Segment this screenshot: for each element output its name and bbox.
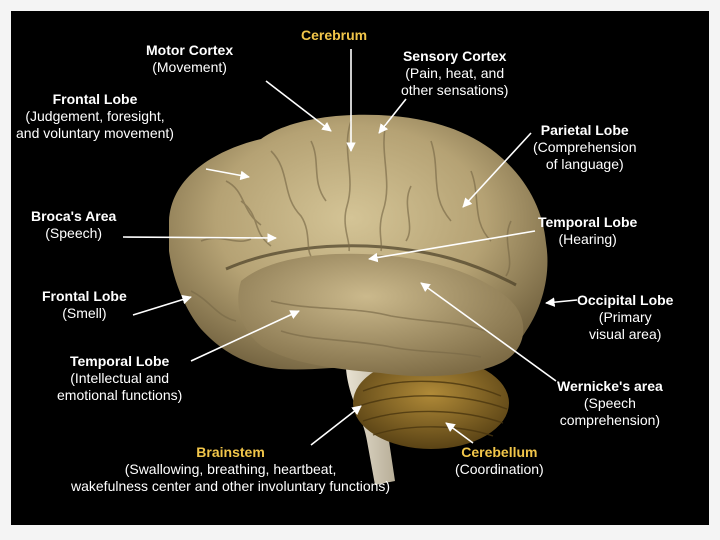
label-title: Frontal Lobe bbox=[42, 288, 127, 305]
label-parietal-lobe: Parietal Lobe (Comprehension of language… bbox=[533, 122, 637, 173]
label-desc: other sensations) bbox=[401, 82, 508, 99]
label-occipital-lobe: Occipital Lobe (Primary visual area) bbox=[577, 292, 673, 343]
label-title: Occipital Lobe bbox=[577, 292, 673, 309]
label-temporal-lobe-intellect: Temporal Lobe (Intellectual and emotiona… bbox=[57, 353, 182, 404]
label-motor-cortex: Motor Cortex (Movement) bbox=[146, 42, 233, 76]
label-sensory-cortex: Sensory Cortex (Pain, heat, and other se… bbox=[401, 48, 508, 99]
label-desc: (Pain, heat, and bbox=[401, 65, 508, 82]
label-desc: (Intellectual and bbox=[57, 370, 182, 387]
label-frontal-lobe-smell: Frontal Lobe (Smell) bbox=[42, 288, 127, 322]
label-desc: emotional functions) bbox=[57, 387, 182, 404]
label-desc: (Coordination) bbox=[455, 461, 544, 478]
label-desc: (Comprehension bbox=[533, 139, 637, 156]
label-temporal-lobe-hearing: Temporal Lobe (Hearing) bbox=[538, 214, 637, 248]
label-title: Sensory Cortex bbox=[401, 48, 508, 65]
arrow-brainstem bbox=[311, 406, 361, 445]
label-title: Cerebrum bbox=[301, 27, 367, 44]
arrow-frontal-lobe-smell bbox=[133, 297, 191, 315]
label-cerebrum: Cerebrum bbox=[301, 27, 367, 44]
label-frontal-lobe: Frontal Lobe (Judgement, foresight, and … bbox=[16, 91, 174, 142]
label-title: Frontal Lobe bbox=[16, 91, 174, 108]
label-desc: (Swallowing, breathing, heartbeat, bbox=[71, 461, 390, 478]
label-title: Brainstem bbox=[71, 444, 390, 461]
label-desc: (Speech bbox=[557, 395, 663, 412]
label-desc: and voluntary movement) bbox=[16, 125, 174, 142]
label-title: Wernicke's area bbox=[557, 378, 663, 395]
brain-diagram: Cerebrum Motor Cortex (Movement) Sensory… bbox=[11, 11, 709, 525]
label-title: Motor Cortex bbox=[146, 42, 233, 59]
label-title: Broca's Area bbox=[31, 208, 116, 225]
label-desc: visual area) bbox=[577, 326, 673, 343]
arrow-occipital-lobe bbox=[546, 300, 577, 303]
label-desc: of language) bbox=[533, 156, 637, 173]
label-desc: (Hearing) bbox=[538, 231, 637, 248]
arrow-brocas-area bbox=[123, 237, 276, 238]
label-title: Cerebellum bbox=[455, 444, 544, 461]
label-brocas-area: Broca's Area (Speech) bbox=[31, 208, 116, 242]
label-desc: (Movement) bbox=[146, 59, 233, 76]
label-brainstem: Brainstem (Swallowing, breathing, heartb… bbox=[71, 444, 390, 495]
label-desc: (Primary bbox=[577, 309, 673, 326]
label-cerebellum: Cerebellum (Coordination) bbox=[455, 444, 544, 478]
label-desc: (Judgement, foresight, bbox=[16, 108, 174, 125]
label-desc: wakefulness center and other involuntary… bbox=[71, 478, 390, 495]
label-title: Temporal Lobe bbox=[57, 353, 182, 370]
label-desc: (Speech) bbox=[31, 225, 116, 242]
label-desc: (Smell) bbox=[42, 305, 127, 322]
label-title: Temporal Lobe bbox=[538, 214, 637, 231]
label-wernickes-area: Wernicke's area (Speech comprehension) bbox=[557, 378, 663, 429]
label-desc: comprehension) bbox=[557, 412, 663, 429]
label-title: Parietal Lobe bbox=[533, 122, 637, 139]
